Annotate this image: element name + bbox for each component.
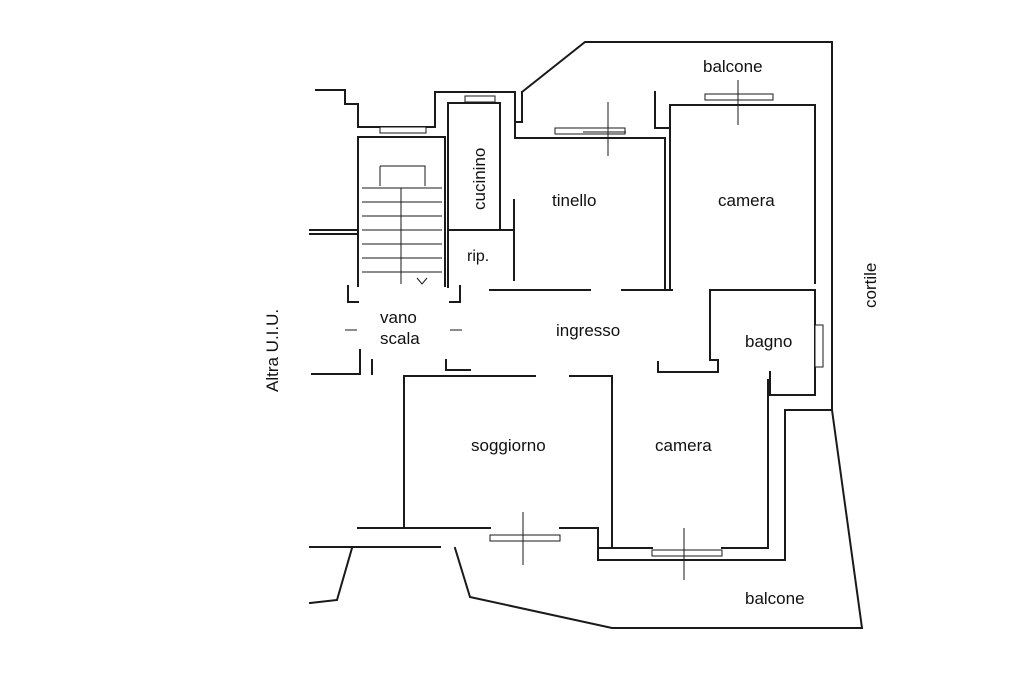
- section-markers: [345, 80, 739, 580]
- windows: [379, 93, 824, 557]
- label-balcone-bottom: balcone: [745, 589, 805, 608]
- left-stubs: [309, 229, 471, 375]
- staircase: [347, 136, 461, 303]
- soggiorno-room: [309, 375, 613, 549]
- label-camera-top: camera: [718, 191, 775, 210]
- label-cucinino: cucinino: [470, 148, 489, 210]
- label-ingresso: ingresso: [556, 321, 620, 340]
- label-vano: vano: [380, 308, 417, 327]
- exterior-wall-top: [315, 89, 816, 291]
- label-balcone-top: balcone: [703, 57, 763, 76]
- label-cortile: cortile: [861, 263, 880, 308]
- top-balcony-outline: [514, 41, 833, 411]
- bottom-balcony-outline: [308, 408, 864, 629]
- label-bagno: bagno: [745, 332, 792, 351]
- label-soggiorno: soggiorno: [471, 436, 546, 455]
- label-scala: scala: [380, 329, 420, 348]
- camera-bottom-room: [611, 379, 769, 549]
- cucinino-room: [447, 102, 515, 288]
- label-altra-uiu: Altra U.I.U.: [263, 309, 282, 392]
- label-rip: rip.: [467, 248, 489, 265]
- ingresso-walls: [403, 289, 816, 549]
- label-tinello: tinello: [552, 191, 596, 210]
- label-camera-bottom: camera: [655, 436, 712, 455]
